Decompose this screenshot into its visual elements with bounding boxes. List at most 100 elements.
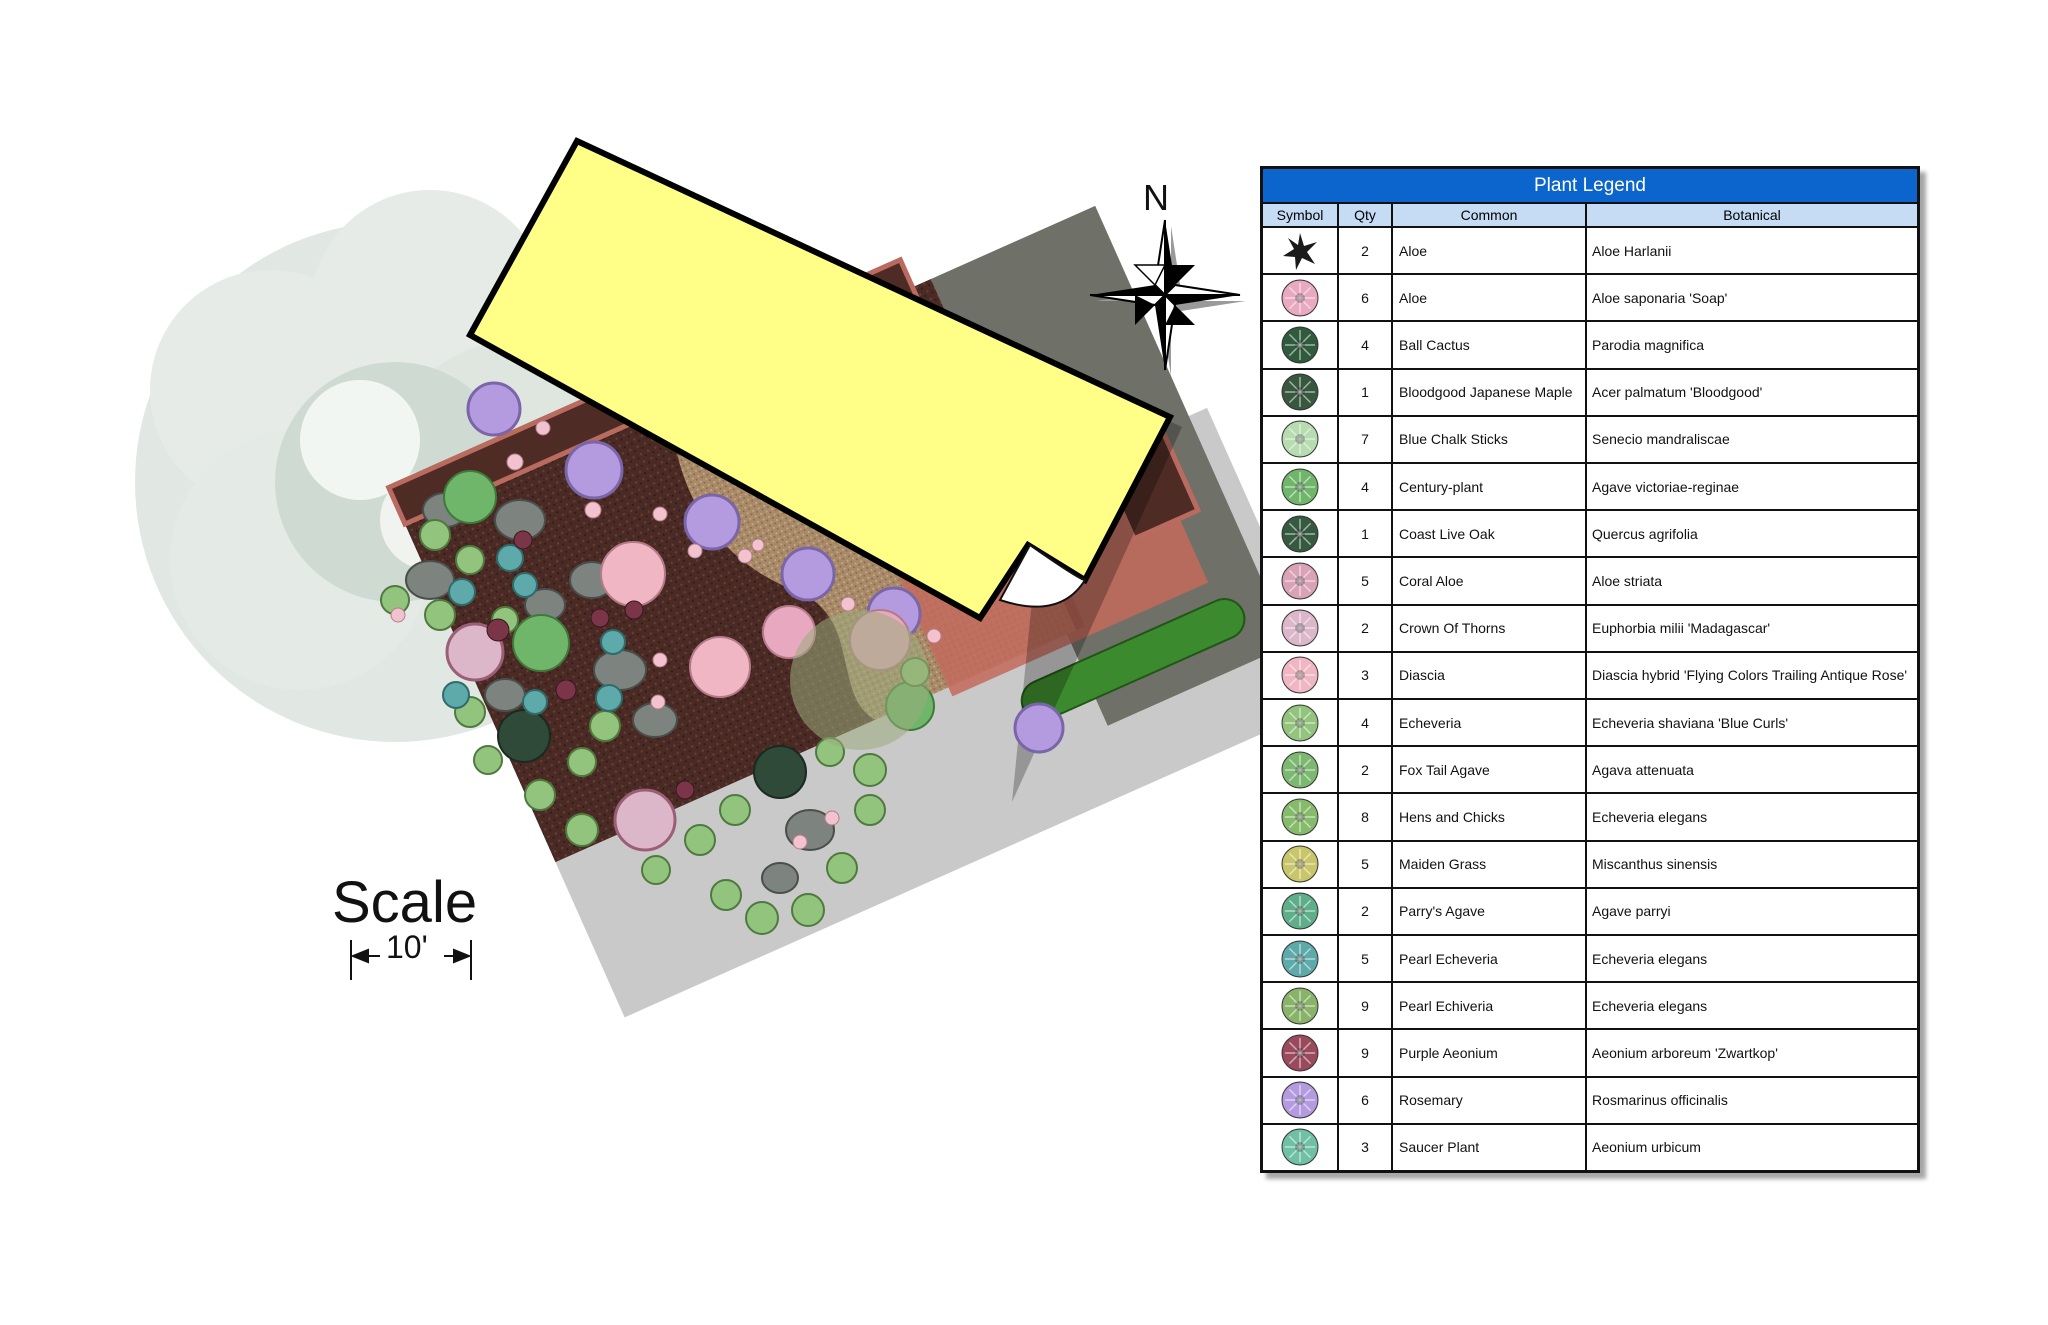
- saucer-plant-icon: [1281, 1128, 1319, 1166]
- hens-chicks-icon: [1281, 798, 1319, 836]
- pearl-echiveria-icon: [1281, 987, 1319, 1025]
- legend-botanical-name: Quercus agrifolia: [1592, 525, 1698, 542]
- legend-qty: 9: [1339, 983, 1393, 1029]
- legend-symbol-cell: [1263, 558, 1339, 604]
- legend-common-name: Aloe: [1393, 275, 1587, 321]
- legend-botanical-name: Agava attenuata: [1592, 761, 1694, 778]
- legend-common-name: Century-plant: [1393, 464, 1587, 510]
- legend-common-name: Aloe: [1393, 228, 1587, 274]
- legend-title: Plant Legend: [1263, 169, 1917, 204]
- legend-botanical-name: Aloe striata: [1592, 573, 1663, 590]
- legend-symbol-cell: [1263, 888, 1339, 935]
- header-symbol: Symbol: [1263, 204, 1339, 226]
- legend-symbol-cell: [1263, 700, 1339, 746]
- legend-symbol-cell: [1263, 275, 1339, 321]
- north-label: N: [1143, 177, 1169, 218]
- legend-botanical-name: Senecio mandraliscae: [1592, 431, 1730, 448]
- legend-botanical-name: Miscanthus sinensis: [1592, 856, 1718, 873]
- legend-qty: 5: [1339, 558, 1393, 604]
- legend-common-name: Hens and Chicks: [1393, 794, 1587, 840]
- legend-common-name: Coral Aloe: [1393, 558, 1587, 604]
- legend-common-name: Parry's Agave: [1393, 888, 1587, 935]
- legend-botanical-name: Aloe saponaria 'Soap': [1592, 289, 1728, 306]
- legend-qty: 5: [1339, 841, 1393, 887]
- legend-symbol-cell: [1263, 511, 1339, 557]
- header-botanical: Botanical: [1723, 207, 1781, 223]
- legend-qty: 6: [1339, 275, 1393, 321]
- scale-bar: [350, 940, 472, 980]
- legend-common-name: Crown Of Thorns: [1393, 605, 1587, 651]
- legend-symbol-cell: [1263, 1124, 1339, 1171]
- legend-botanical-name: Agave parryi: [1592, 903, 1671, 920]
- scale-label: Scale: [332, 870, 478, 935]
- legend-qty: 2: [1339, 747, 1393, 793]
- ball-cactus-icon: [1281, 326, 1319, 364]
- legend-common-name: Echeveria: [1393, 700, 1587, 746]
- oak-icon: [1281, 515, 1319, 553]
- legend-common-name: Saucer Plant: [1393, 1124, 1587, 1171]
- legend-common-name: Fox Tail Agave: [1393, 747, 1587, 793]
- legend-symbol-cell: [1263, 464, 1339, 510]
- legend-qty: 1: [1339, 511, 1393, 557]
- maple-icon: [1281, 373, 1319, 411]
- legend-qty: 1: [1339, 369, 1393, 415]
- legend-symbol-cell: [1263, 841, 1339, 887]
- legend-symbol-cell: [1263, 936, 1339, 982]
- header-qty: Qty: [1339, 204, 1393, 226]
- house-footprint: [465, 137, 1175, 622]
- legend-botanical-name: Echeveria elegans: [1592, 950, 1708, 967]
- legend-symbol-cell: [1263, 228, 1339, 274]
- legend-symbol-cell: [1263, 416, 1339, 463]
- plant-legend: Plant Legend Symbol Qty Common Botanical…: [1260, 166, 1920, 1173]
- legend-symbol-cell: [1263, 1030, 1339, 1076]
- legend-qty: 2: [1339, 888, 1393, 935]
- legend-symbol-cell: [1263, 322, 1339, 368]
- maiden-grass-icon: [1281, 845, 1319, 883]
- legend-symbol-cell: [1263, 1077, 1339, 1123]
- legend-common-name: Diascia: [1393, 652, 1587, 699]
- legend-common-name: Purple Aeonium: [1393, 1030, 1587, 1076]
- legend-qty: 4: [1339, 322, 1393, 368]
- legend-symbol-cell: [1263, 652, 1339, 699]
- legend-botanical-name: Acer palmatum 'Bloodgood': [1592, 384, 1763, 401]
- legend-qty: 3: [1339, 1124, 1393, 1171]
- legend-symbol-cell: [1263, 369, 1339, 415]
- legend-botanical-name: Diascia hybrid 'Flying Colors Trailing A…: [1592, 667, 1908, 684]
- legend-qty: 2: [1339, 605, 1393, 651]
- century-plant-icon: [1281, 468, 1319, 506]
- chalk-sticks-icon: [1281, 420, 1319, 458]
- legend-common-name: Coast Live Oak: [1393, 511, 1587, 557]
- legend-common-name: Ball Cactus: [1393, 322, 1587, 368]
- legend-common-name: Pearl Echiveria: [1393, 983, 1587, 1029]
- fox-tail-agave-icon: [1281, 751, 1319, 789]
- legend-qty: 2: [1339, 228, 1393, 274]
- legend-botanical-name: Echeveria shaviana 'Blue Curls': [1592, 714, 1788, 731]
- star-black-icon: [1283, 232, 1317, 270]
- legend-qty: 6: [1339, 1077, 1393, 1123]
- aloe-pink-icon: [1281, 279, 1319, 317]
- legend-botanical-name: Aloe Harlanii: [1592, 242, 1672, 259]
- legend-qty: 4: [1339, 464, 1393, 510]
- legend-qty: 8: [1339, 794, 1393, 840]
- legend-header-row: Symbol Qty Common Botanical: [1263, 204, 1917, 228]
- legend-botanical-name: Euphorbia milii 'Madagascar': [1592, 620, 1771, 637]
- legend-common-name: Bloodgood Japanese Maple: [1393, 369, 1587, 415]
- coral-aloe-icon: [1281, 562, 1319, 600]
